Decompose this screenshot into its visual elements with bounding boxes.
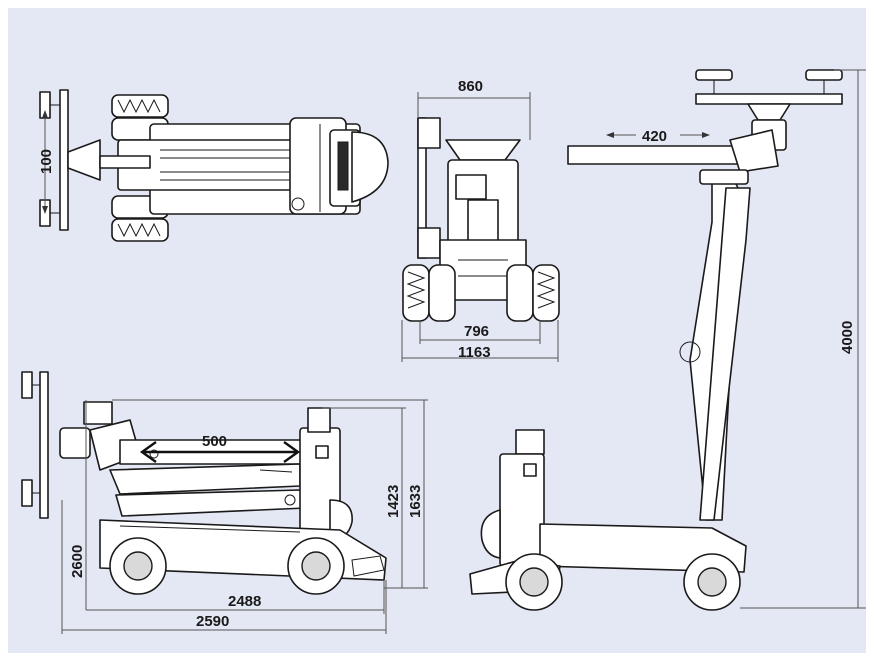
dim-label-1423: 1423 — [385, 485, 402, 518]
dim-label-2600: 2600 — [69, 545, 86, 578]
dim-label-796: 796 — [464, 323, 489, 340]
dim-label-4000: 4000 — [839, 321, 856, 354]
dim-label-500: 500 — [202, 433, 227, 450]
dim-label-860: 860 — [458, 78, 483, 95]
dim-label-1633: 1633 — [407, 485, 424, 518]
dim-label-2590: 2590 — [196, 613, 229, 630]
dim-label-420: 420 — [642, 128, 667, 145]
dimension-lines: 100 860 796 1163 420 4000 500 1423 1633 … — [38, 69, 866, 634]
side-view-extended — [469, 69, 843, 611]
dim-label-1163: 1163 — [458, 344, 491, 361]
top-view — [39, 89, 389, 242]
front-view — [402, 117, 560, 322]
dim-label-2488: 2488 — [228, 593, 261, 610]
dim-label-100: 100 — [38, 149, 55, 174]
